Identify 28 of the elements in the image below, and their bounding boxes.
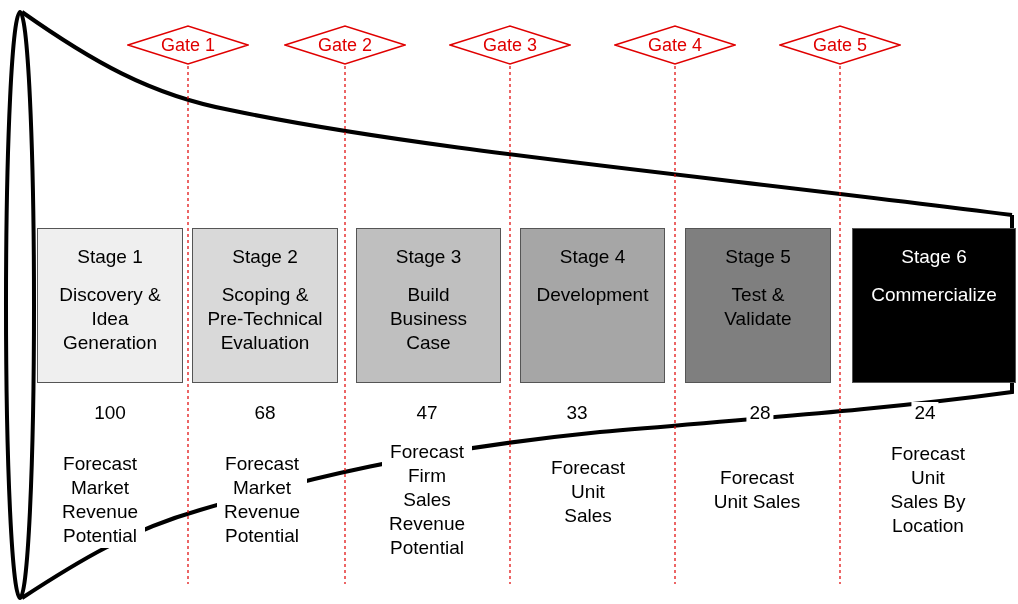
gate-diamond <box>284 25 406 65</box>
stage-number: Stage 5 <box>725 245 791 269</box>
stage-box <box>520 228 665 383</box>
stage-name: Development <box>535 283 650 307</box>
stage-name: Discovery & Idea Generation <box>58 283 162 355</box>
stage-box <box>37 228 183 383</box>
stage-number: Stage 6 <box>901 245 967 269</box>
stage-box <box>685 228 831 383</box>
gate-diamond <box>779 25 901 65</box>
gate-label: Gate 4 <box>647 34 702 56</box>
gate-diamond <box>449 25 571 65</box>
stage-box <box>356 228 501 383</box>
stage-number: Stage 4 <box>559 245 626 269</box>
gate-label: Gate 1 <box>160 34 215 56</box>
stage-name: Scoping & Pre-Technical Evaluation <box>206 283 324 355</box>
stage-name: Commercialize <box>870 283 998 307</box>
gate-diamond <box>127 25 249 65</box>
stage-box <box>852 228 1016 383</box>
gate-label: Gate 3 <box>482 34 537 56</box>
gate-label: Gate 2 <box>317 34 372 56</box>
stage-number: Stage 1 <box>77 245 143 269</box>
stage-name: Build Business Case <box>388 283 469 355</box>
gate-label: Gate 5 <box>812 34 867 56</box>
stage-name: Test & Validate <box>723 283 793 331</box>
stage-number: Stage 3 <box>395 245 462 269</box>
stage-box <box>192 228 338 383</box>
gate-diamond <box>614 25 736 65</box>
stage-number: Stage 2 <box>232 245 298 269</box>
